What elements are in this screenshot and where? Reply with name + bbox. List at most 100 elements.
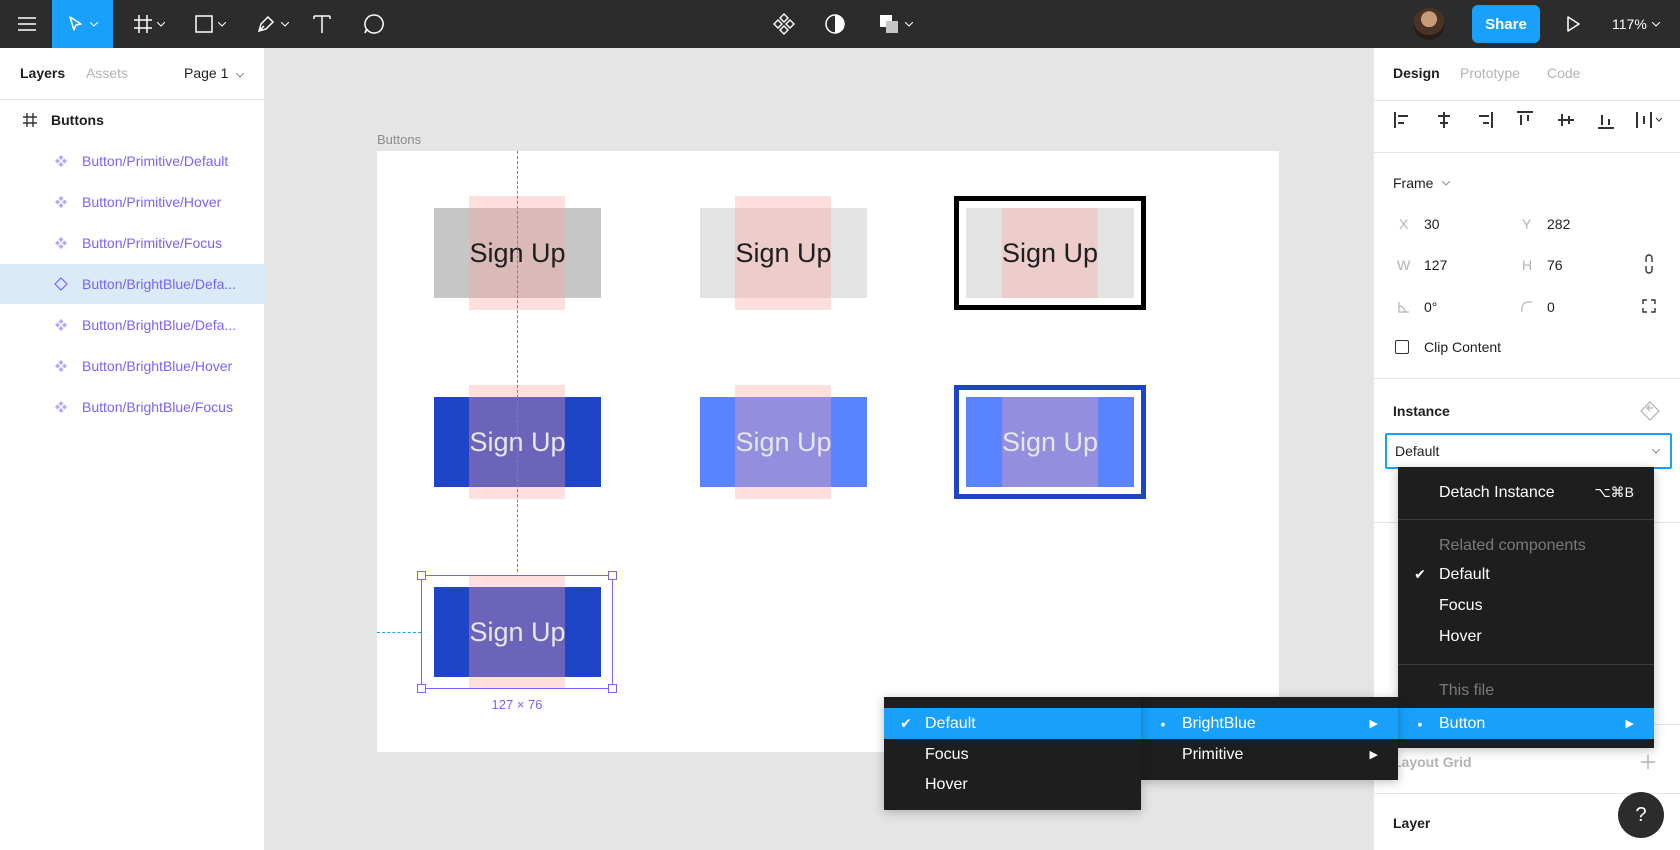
layer-frame-buttons[interactable]: Buttons — [0, 100, 265, 140]
move-tool-button[interactable] — [52, 0, 113, 48]
help-button[interactable]: ? — [1618, 792, 1664, 838]
chevron-down-icon — [1652, 449, 1660, 454]
check-icon: ✔ — [1414, 566, 1426, 582]
chevron-down-icon — [280, 21, 289, 27]
tab-prototype[interactable]: Prototype — [1460, 65, 1520, 81]
go-to-main-component-icon[interactable] — [1639, 400, 1661, 422]
submenu-arrow-icon: ▶ — [1625, 718, 1634, 730]
menu-item-label: Button — [1439, 714, 1486, 732]
frame-tool-button[interactable] — [127, 0, 171, 48]
clip-content-checkbox[interactable] — [1395, 340, 1409, 354]
layer-label: Button/BrightBlue/Hover — [82, 358, 233, 374]
button-brightblue-hover[interactable]: Sign Up — [700, 385, 867, 499]
h-label: H — [1522, 257, 1533, 273]
related-item-focus[interactable]: Focus — [1398, 590, 1654, 621]
user-avatar[interactable] — [1413, 8, 1445, 40]
instance-diamond-icon — [54, 277, 68, 291]
independent-corners-icon[interactable] — [1642, 299, 1656, 313]
layer-item[interactable]: Button/BrightBlue/Focus — [0, 387, 265, 427]
align-top-icon[interactable] — [1513, 108, 1537, 132]
layer-item[interactable]: Button/BrightBlue/Defa... — [0, 305, 265, 345]
layer-item[interactable]: Button/Primitive/Focus — [0, 223, 265, 263]
plus-icon[interactable] — [1641, 755, 1655, 769]
instance-icon — [54, 154, 68, 168]
tab-layers[interactable]: Layers — [20, 65, 66, 81]
tab-code[interactable]: Code — [1547, 65, 1581, 81]
frame-section-label[interactable]: Frame — [1393, 175, 1434, 191]
layer-label: Button/Primitive/Focus — [82, 235, 223, 251]
align-right-icon[interactable] — [1472, 108, 1496, 132]
shape-tool-button[interactable] — [188, 0, 232, 48]
page-selector[interactable]: Page 1 — [184, 65, 245, 81]
chevron-down-icon — [156, 21, 165, 27]
button-primitive-hover[interactable]: Sign Up — [700, 196, 867, 310]
button-label: Sign Up — [1001, 237, 1099, 268]
present-button[interactable] — [1562, 0, 1584, 48]
resize-handle-bottom-left[interactable] — [417, 684, 426, 693]
button-submenu: • BrightBlue ▶ Primitive ▶ — [1141, 697, 1398, 780]
shortcut-label: ⌥⌘B — [1594, 484, 1634, 500]
padding-overlay — [735, 196, 831, 310]
resize-handle-top-right[interactable] — [608, 571, 617, 580]
align-horizontal-center-icon[interactable] — [1432, 108, 1456, 132]
main-menu-button[interactable] — [10, 0, 44, 48]
detach-instance-item[interactable]: Detach Instance ⌥⌘B — [1398, 477, 1654, 508]
layer-item[interactable]: Button/BrightBlue/Hover — [0, 346, 265, 386]
distribute-icon[interactable] — [1634, 108, 1666, 132]
tab-assets[interactable]: Assets — [86, 65, 129, 81]
layer-label: Button/BrightBlue/Defa... — [82, 276, 237, 292]
submenu-item-brightblue[interactable]: • BrightBlue ▶ — [1141, 708, 1398, 739]
related-item-default[interactable]: ✔ Default — [1398, 559, 1654, 590]
x-input[interactable]: 30 — [1424, 216, 1440, 232]
zoom-dropdown[interactable]: 117% — [1612, 0, 1660, 48]
bullet-icon: • — [1417, 715, 1423, 732]
x-label: X — [1399, 216, 1409, 232]
variant-item-focus[interactable]: Focus — [884, 739, 1141, 770]
rectangle-icon — [194, 15, 213, 33]
focus-inner — [966, 208, 1134, 298]
align-bottom-icon[interactable] — [1594, 108, 1618, 132]
layer-item-selected[interactable]: Button/BrightBlue/Defa... — [0, 264, 265, 304]
layers-panel: Layers Assets Page 1 Buttons Button/Prim… — [0, 48, 265, 850]
layer-label: Button/BrightBlue/Defa... — [82, 317, 237, 333]
layer-section-label: Layer — [1393, 815, 1431, 831]
text-tool-button[interactable] — [310, 0, 334, 48]
h-input[interactable]: 76 — [1547, 257, 1563, 273]
comment-icon — [364, 14, 384, 34]
share-button[interactable]: Share — [1472, 5, 1540, 43]
cursor-icon — [69, 16, 82, 31]
align-vertical-center-icon[interactable] — [1554, 108, 1578, 132]
layer-item[interactable]: Button/Primitive/Default — [0, 141, 265, 181]
comment-tool-button[interactable] — [361, 0, 387, 48]
layer-item[interactable]: Button/Primitive/Hover — [0, 182, 265, 222]
boolean-groups-button[interactable] — [874, 0, 916, 48]
zoom-label: 117% — [1612, 16, 1647, 32]
menu-item-label: Primitive — [1182, 745, 1244, 763]
variant-item-default[interactable]: ✔ Default — [884, 708, 1141, 739]
constrain-proportions-icon[interactable] — [1644, 254, 1654, 274]
w-input[interactable]: 127 — [1424, 257, 1448, 273]
submenu-item-primitive[interactable]: Primitive ▶ — [1141, 739, 1398, 770]
variant-item-hover[interactable]: Hover — [884, 769, 1141, 800]
tab-design[interactable]: Design — [1393, 65, 1440, 81]
button-label: Sign Up — [735, 426, 832, 457]
instance-swap-dropdown[interactable]: Default — [1385, 433, 1672, 469]
components-button[interactable] — [772, 0, 796, 48]
selection-box[interactable] — [421, 575, 613, 689]
chevron-down-icon — [904, 21, 913, 27]
button-selected-instance[interactable]: Sign Up — [434, 575, 601, 689]
align-left-icon[interactable] — [1391, 108, 1415, 132]
related-item-hover[interactable]: Hover — [1398, 621, 1654, 652]
button-primitive-focus[interactable]: Sign Up — [954, 196, 1146, 310]
pen-tool-button[interactable] — [250, 0, 294, 48]
brightblue-submenu: ✔ Default Focus Hover — [884, 697, 1141, 810]
corner-radius-input[interactable]: 0 — [1547, 299, 1555, 315]
button-brightblue-focus[interactable]: Sign Up — [954, 385, 1146, 499]
rotation-input[interactable]: 0° — [1424, 299, 1438, 315]
y-input[interactable]: 282 — [1547, 216, 1571, 232]
resize-handle-bottom-right[interactable] — [608, 684, 617, 693]
this-file-item-button[interactable]: • Button ▶ — [1398, 708, 1654, 739]
resize-handle-top-left[interactable] — [417, 571, 426, 580]
mask-button[interactable] — [823, 0, 847, 48]
frame-title[interactable]: Buttons — [377, 132, 422, 147]
